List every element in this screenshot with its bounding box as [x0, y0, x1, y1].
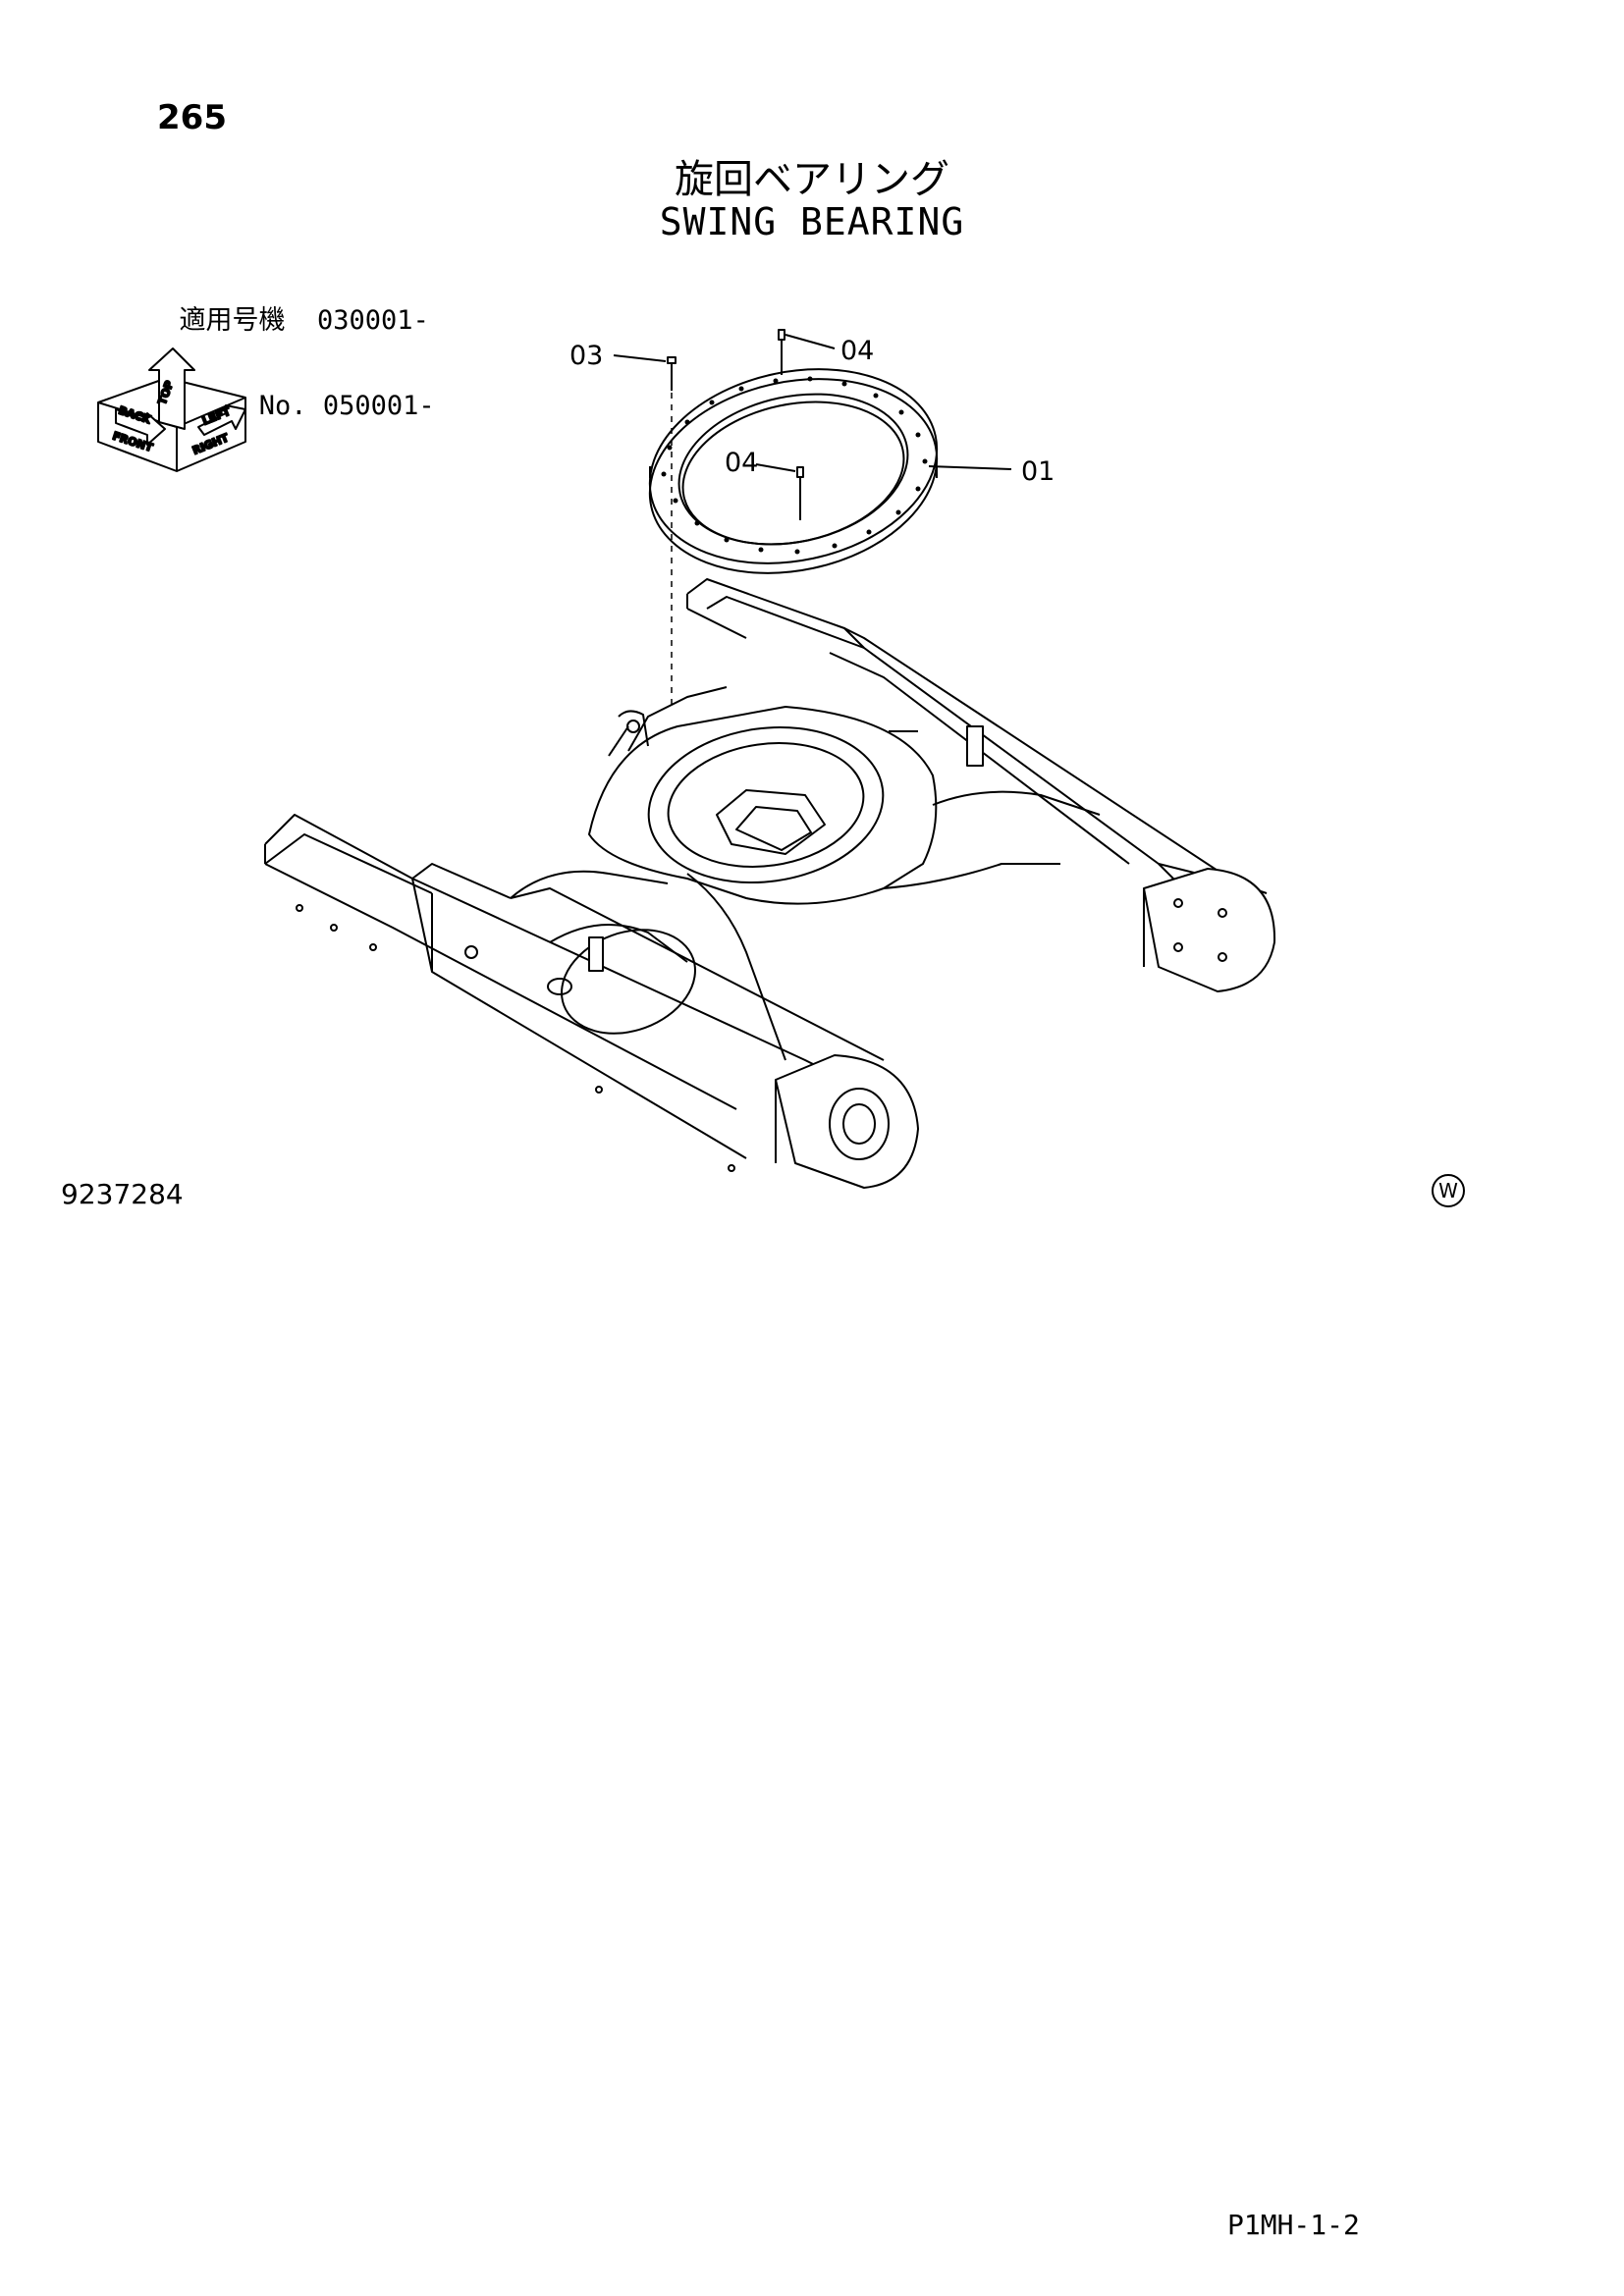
orientation-icon: TOP FRONT RIGHT BACK LEFT — [97, 347, 246, 472]
serial-value-jp: 030001- — [317, 305, 429, 336]
bearing-ring — [648, 368, 939, 574]
serial-row-jp: 適用号機 030001- — [147, 306, 435, 335]
serial-label-jp: 適用号機 — [179, 305, 286, 336]
title-english: SWING BEARING — [659, 200, 965, 243]
page-number: 265 — [157, 98, 227, 137]
footer-code: P1MH-1-2 — [1227, 2209, 1360, 2241]
fitting-04-top — [778, 329, 785, 375]
undercarriage-frame — [264, 578, 1276, 1189]
title-japanese: 旋回ベアリング — [675, 157, 949, 202]
watermark-w-icon: W — [1432, 1174, 1465, 1207]
callout-01[interactable]: 01 — [1021, 456, 1056, 487]
fitting-04-inner — [796, 466, 804, 520]
serial-value-en: 050001- — [322, 391, 435, 421]
callout-03[interactable]: 03 — [569, 341, 604, 371]
callout-04-inner[interactable]: 04 — [725, 448, 759, 478]
callout-04-top[interactable]: 04 — [840, 336, 875, 366]
swing-bearing-drawing: TOP FRONT RIGHT BACK LEFT — [97, 329, 1276, 1189]
bolt-03 — [667, 356, 677, 707]
reference-number: 9237284 — [61, 1178, 184, 1210]
bearing-bolt-holes — [661, 376, 928, 555]
